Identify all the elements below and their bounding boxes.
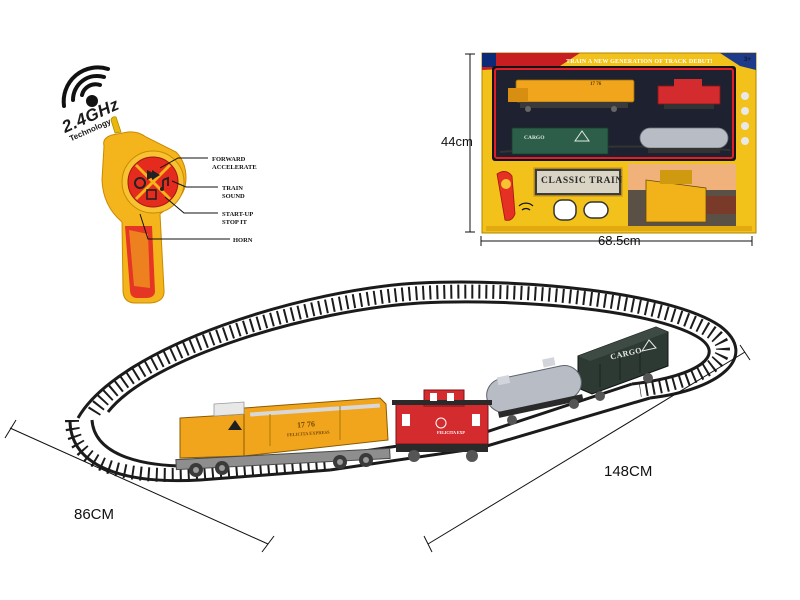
remote-control	[61, 65, 230, 304]
box-cargo-label: CARGO	[524, 135, 545, 141]
loco-number: 17 76	[296, 419, 316, 430]
start-stop-icon[interactable]	[146, 189, 157, 200]
tank-car	[486, 357, 584, 425]
callout-forward: FORWARD ACCELERATE	[212, 156, 257, 171]
box-tagline: TRAIN A NEW GENERATION OF TRACK DEBUT!	[566, 59, 713, 65]
sound-icon[interactable]	[162, 176, 169, 188]
age-badge: 3+	[744, 57, 751, 63]
locomotive	[175, 397, 391, 477]
box-loco-number: 17 76	[590, 82, 602, 87]
caboose	[392, 389, 492, 462]
box-height-label: 44cm	[441, 134, 473, 149]
dimension-lines	[4, 344, 751, 553]
track-width-label: 86CM	[74, 506, 115, 523]
box-brand-logo: CLASSIC TRAIN	[541, 176, 623, 186]
box-width-label: 68.5cm	[598, 233, 641, 248]
caboose-label: FELICITA EXP	[437, 430, 465, 435]
callout-horn: HORN	[233, 237, 253, 244]
product-box	[465, 52, 757, 246]
callout-sound: TRAIN SOUND	[222, 185, 245, 200]
track-length-label: 148CM	[604, 463, 653, 480]
callout-start: START-UP STOP IT	[222, 211, 253, 226]
boxcar	[577, 326, 669, 401]
wireless-signal-icon	[61, 65, 110, 108]
toy-train	[175, 326, 669, 477]
horn-icon[interactable]	[134, 177, 146, 189]
